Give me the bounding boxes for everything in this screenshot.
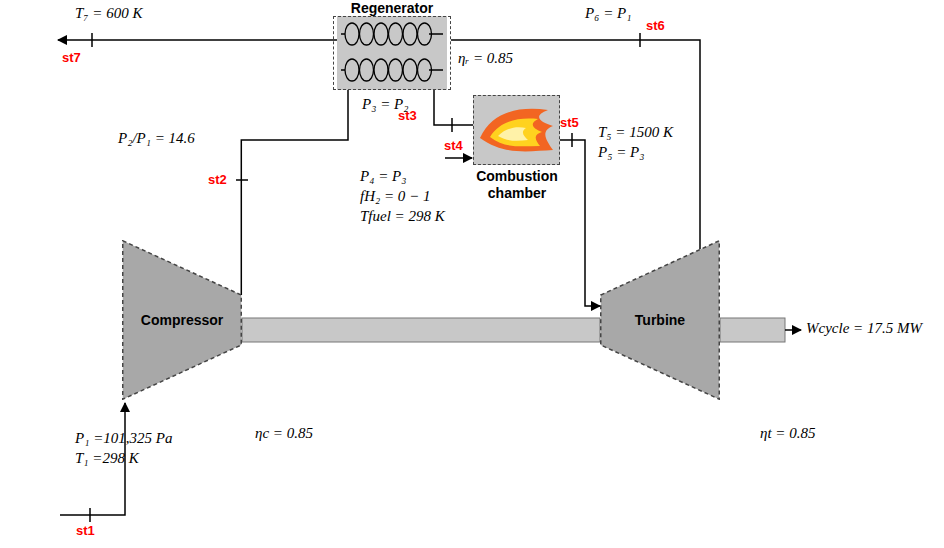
component-name: Regenerator bbox=[333, 0, 451, 16]
shaft bbox=[242, 318, 600, 342]
state-label: T₁ =298 K bbox=[75, 450, 139, 467]
state-label: T₅ = 1500 K bbox=[598, 124, 673, 141]
flow-pipe bbox=[241, 90, 348, 295]
state-label: P₂/P₁ = 14.6 bbox=[118, 130, 195, 147]
heat-exchanger-coils bbox=[341, 23, 443, 81]
station-ticks bbox=[90, 33, 640, 522]
combustor-fill bbox=[473, 95, 560, 165]
output-shaft bbox=[720, 318, 785, 342]
component-name: Combustion chamber bbox=[462, 168, 572, 202]
station-label: st3 bbox=[398, 108, 417, 123]
state-label: P₆ = P₁ bbox=[585, 5, 631, 22]
state-label: fH₂ = 0 − 1 bbox=[360, 188, 430, 205]
station-label: st5 bbox=[560, 115, 579, 130]
turbine: Turbine bbox=[600, 240, 720, 400]
compressor: Compressor bbox=[122, 240, 242, 400]
fuel-line bbox=[445, 157, 472, 159]
station-label: st1 bbox=[76, 523, 95, 538]
work-arrow bbox=[785, 329, 801, 331]
station-label: st7 bbox=[62, 50, 81, 65]
station-label: st2 bbox=[208, 172, 227, 187]
combustion-chamber: Combustion chamber bbox=[462, 95, 572, 205]
component-name: Compressor bbox=[141, 312, 223, 328]
dashed-outline bbox=[333, 16, 451, 90]
state-label: ηt = 0.85 bbox=[760, 425, 815, 442]
flow-pipe bbox=[434, 90, 473, 125]
state-label: P₅ = P₃ bbox=[598, 144, 644, 161]
flow-pipe bbox=[560, 140, 600, 306]
station-label: st6 bbox=[646, 18, 665, 33]
flame bbox=[480, 109, 553, 152]
state-label: P₁ =101,325 Pa bbox=[75, 430, 172, 447]
exhaust-line bbox=[58, 39, 337, 41]
regenerator: Regenerator bbox=[333, 0, 451, 90]
state-label: ηc = 0.85 bbox=[255, 425, 313, 442]
regenerator-fill bbox=[337, 16, 447, 90]
station-label: st4 bbox=[444, 138, 463, 153]
state-label: Tfuel = 298 K bbox=[360, 208, 445, 225]
state-label: ηᵣ = 0.85 bbox=[458, 50, 513, 67]
dashed-outline bbox=[473, 95, 560, 165]
state-label: P₄ = P₃ bbox=[360, 168, 406, 185]
component-name: Turbine bbox=[635, 312, 685, 328]
flow-pipe bbox=[451, 40, 700, 249]
state-label: T₇ = 600 K bbox=[75, 5, 142, 22]
state-label: Wcycle = 17.5 MW bbox=[806, 320, 922, 337]
